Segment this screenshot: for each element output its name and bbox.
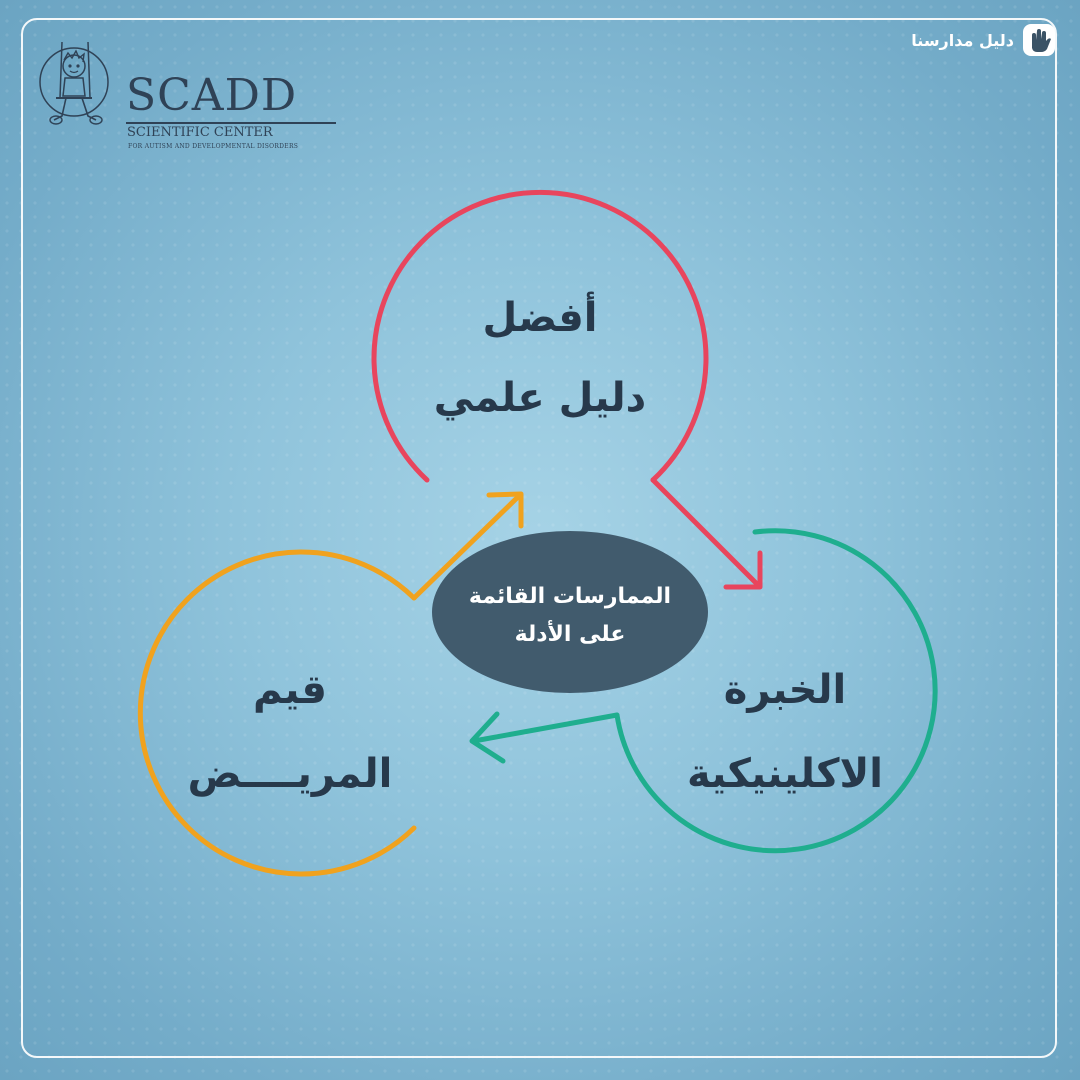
- evidence-cycle-red: [371, 189, 763, 590]
- logo-divider: [126, 122, 336, 124]
- child-on-swing-emblem-icon: [39, 41, 109, 125]
- node-patient-values-line2: المريــــض: [187, 751, 393, 797]
- node-patient-values-line1: قيم: [253, 667, 327, 713]
- clinical-cycle-green: [469, 528, 938, 854]
- hand-pointer-icon: [1023, 24, 1055, 56]
- center-label-line1: الممارسات القائمة: [468, 584, 672, 609]
- node-clinical-expertise-line2: الاكلينيكية: [687, 751, 883, 797]
- logo-subtitle: SCIENTIFIC CENTER: [127, 125, 273, 140]
- white-frame-border: [21, 18, 1057, 1058]
- center-label-line2: على الأدلة: [514, 622, 626, 647]
- node-clinical-expertise-line1: الخبرة: [723, 667, 847, 713]
- scadd-logo: SCADD SCIENTIFIC CENTER FOR AUTISM AND D…: [38, 36, 336, 150]
- patient-cycle-orange: [137, 491, 524, 877]
- center-ellipse: [432, 531, 708, 693]
- node-clinical-expertise: الخبرة الاكلينيكية: [640, 648, 930, 816]
- brand-name: دليل مدارسنا: [911, 30, 1014, 50]
- node-patient-values: قيم المريــــض: [150, 648, 430, 816]
- node-best-evidence-line1: أفضل: [482, 295, 598, 341]
- logo-name: SCADD: [126, 70, 298, 121]
- logo-tagline: FOR AUTISM AND DEVELOPMENTAL DISORDERS: [128, 143, 299, 150]
- node-best-evidence-line2: دليل علمي: [433, 375, 647, 421]
- node-best-evidence: أفضل دليل علمي: [390, 278, 690, 438]
- brand-badge: دليل مدارسنا: [911, 20, 1056, 60]
- center-label: الممارسات القائمة على الأدلة: [432, 578, 708, 654]
